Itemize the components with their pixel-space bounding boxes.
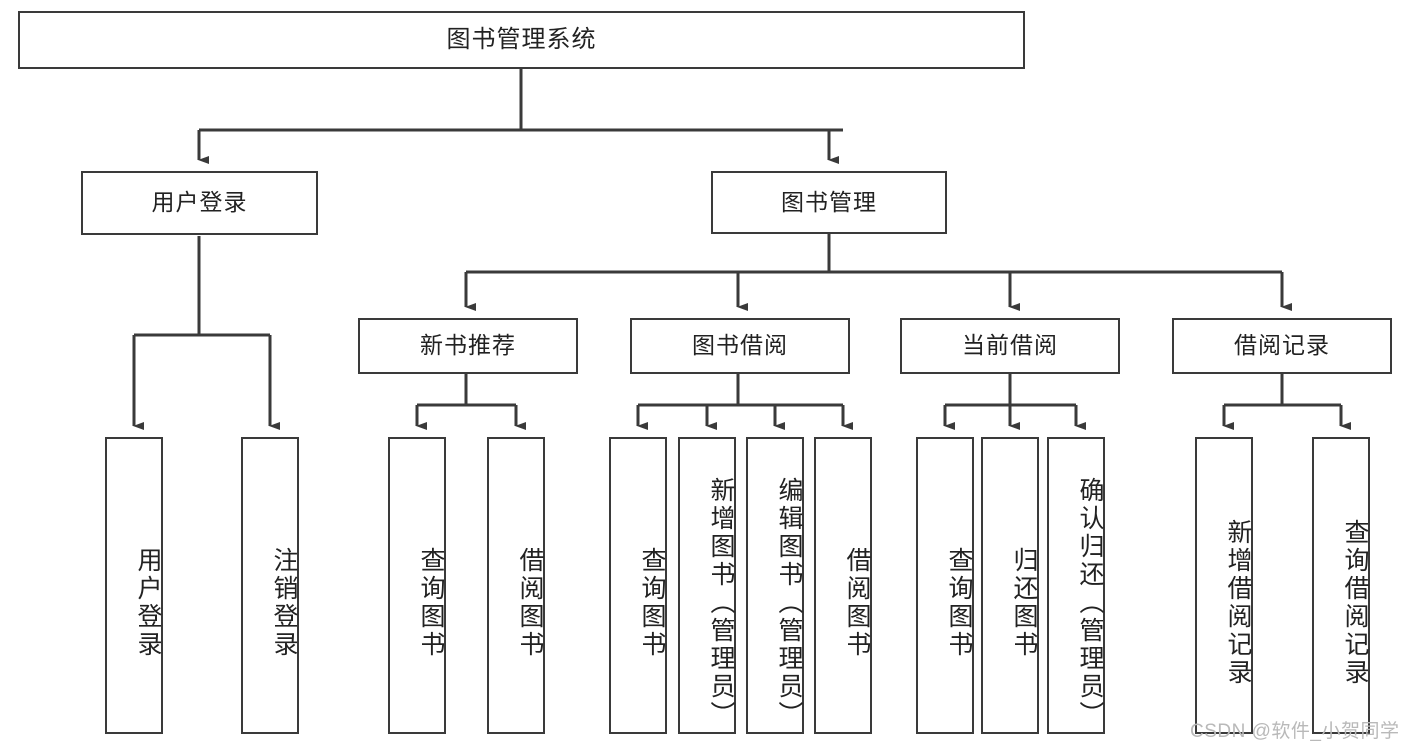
node-label: 查询图书 <box>945 546 973 659</box>
node-label: 图书管理 <box>781 188 877 215</box>
node-book-borrow[interactable]: 图书借阅 <box>630 318 850 374</box>
leaf-edit-book-admin[interactable]: 编辑图书（管理员） <box>746 437 804 734</box>
node-label: 编辑图书（管理员） <box>775 476 803 729</box>
node-label: 借阅图书 <box>843 546 871 659</box>
node-label: 确认归还（管理员） <box>1076 476 1104 729</box>
node-book-management[interactable]: 图书管理 <box>711 171 947 234</box>
node-user-login[interactable]: 用户登录 <box>81 171 318 235</box>
node-label: 归还图书 <box>1010 546 1038 659</box>
leaf-borrow-book[interactable]: 借阅图书 <box>814 437 872 734</box>
node-label: 查询图书 <box>638 546 666 659</box>
leaf-add-book-admin[interactable]: 新增图书（管理员） <box>678 437 736 734</box>
leaf-query-borrow-record[interactable]: 查询借阅记录 <box>1312 437 1370 734</box>
leaf-add-borrow-record[interactable]: 新增借阅记录 <box>1195 437 1253 734</box>
node-label: 借阅图书 <box>516 546 544 659</box>
leaf-return-book[interactable]: 归还图书 <box>981 437 1039 734</box>
leaf-query-book-borrow[interactable]: 查询图书 <box>609 437 667 734</box>
node-label: 新书推荐 <box>420 332 516 359</box>
node-label: 用户登录 <box>134 546 162 659</box>
node-label: 查询借阅记录 <box>1341 518 1369 687</box>
leaf-query-book-current[interactable]: 查询图书 <box>916 437 974 734</box>
node-root-book-management-system[interactable]: 图书管理系统 <box>18 11 1025 69</box>
leaf-confirm-return-admin[interactable]: 确认归还（管理员） <box>1047 437 1105 734</box>
watermark-text: CSDN @软件_小贺同学 <box>1190 721 1400 742</box>
node-label: 图书借阅 <box>692 332 788 359</box>
node-label: 图书管理系统 <box>446 25 597 53</box>
leaf-query-book-recommend[interactable]: 查询图书 <box>388 437 446 734</box>
node-label: 查询图书 <box>417 546 445 659</box>
node-label: 用户登录 <box>151 189 248 216</box>
leaf-user-login[interactable]: 用户登录 <box>105 437 163 734</box>
node-current-borrow[interactable]: 当前借阅 <box>900 318 1120 374</box>
node-label: 新增图书（管理员） <box>707 476 735 729</box>
node-new-book-recommendation[interactable]: 新书推荐 <box>358 318 578 374</box>
node-label: 借阅记录 <box>1234 332 1330 359</box>
node-label: 新增借阅记录 <box>1224 518 1252 687</box>
leaf-logout[interactable]: 注销登录 <box>241 437 299 734</box>
node-label: 注销登录 <box>270 546 298 659</box>
node-label: 当前借阅 <box>962 332 1058 359</box>
node-borrow-record[interactable]: 借阅记录 <box>1172 318 1392 374</box>
leaf-borrow-book-recommend[interactable]: 借阅图书 <box>487 437 545 734</box>
